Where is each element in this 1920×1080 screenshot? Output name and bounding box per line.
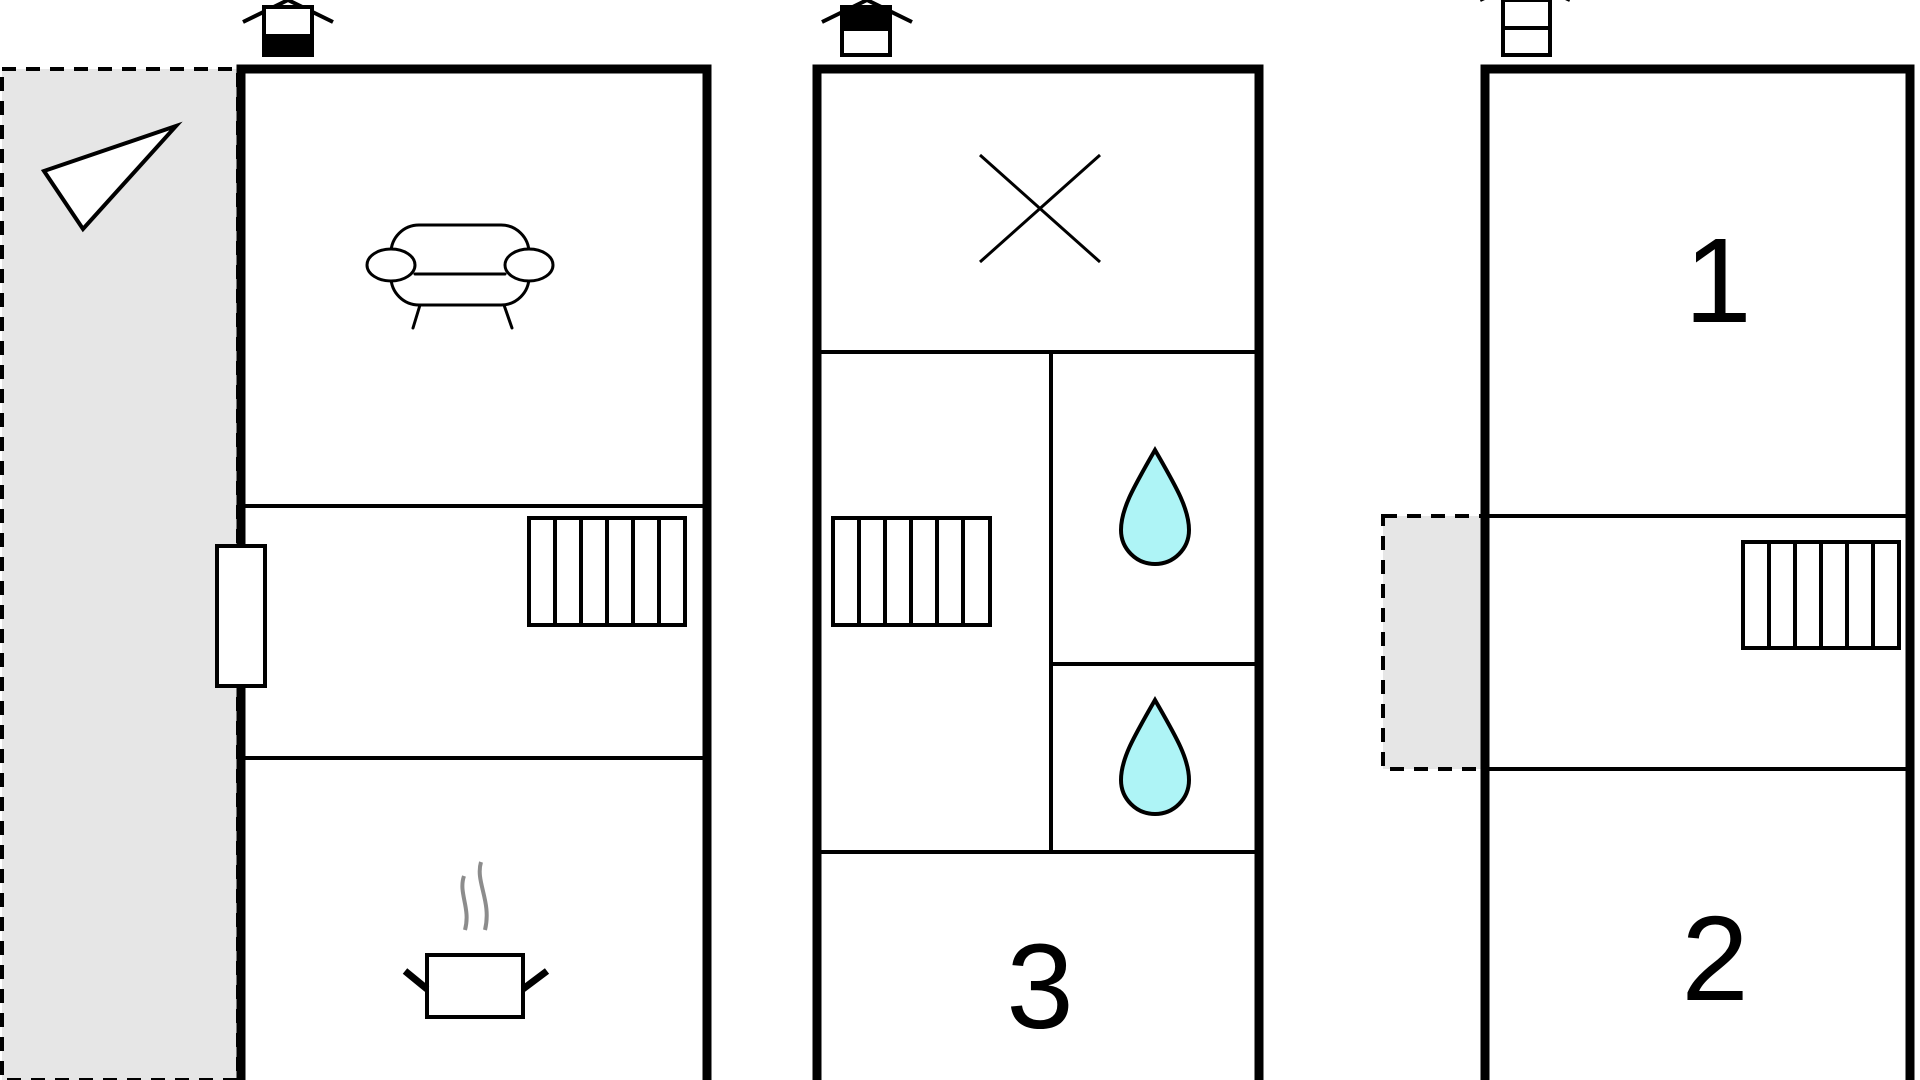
terrace — [0, 67, 240, 1080]
floor-first: 3 — [812, 0, 1264, 1080]
staircase-icon — [1741, 540, 1901, 650]
floor-level-marker — [1480, 0, 1570, 57]
floor-ground — [0, 0, 712, 1080]
room-number-2: 2 — [1681, 890, 1748, 1026]
entrance-door — [215, 544, 267, 688]
staircase-icon — [831, 516, 992, 627]
compass-north-arrow — [40, 121, 183, 233]
armchair-icon — [365, 223, 555, 330]
room-number-3: 3 — [1006, 918, 1073, 1054]
water-drop-icon — [1118, 445, 1192, 566]
balcony — [1381, 514, 1485, 771]
first-floor-outline — [812, 64, 1264, 1080]
cooking-pot-icon — [402, 861, 550, 1019]
cross-icon — [979, 153, 1101, 264]
water-drop-icon — [1118, 695, 1192, 816]
floor-level-marker — [242, 0, 334, 57]
floor-second: 1 2 — [1381, 0, 1915, 1080]
staircase-icon — [527, 516, 687, 627]
room-number-1: 1 — [1684, 212, 1751, 348]
floor-level-marker — [821, 0, 913, 57]
